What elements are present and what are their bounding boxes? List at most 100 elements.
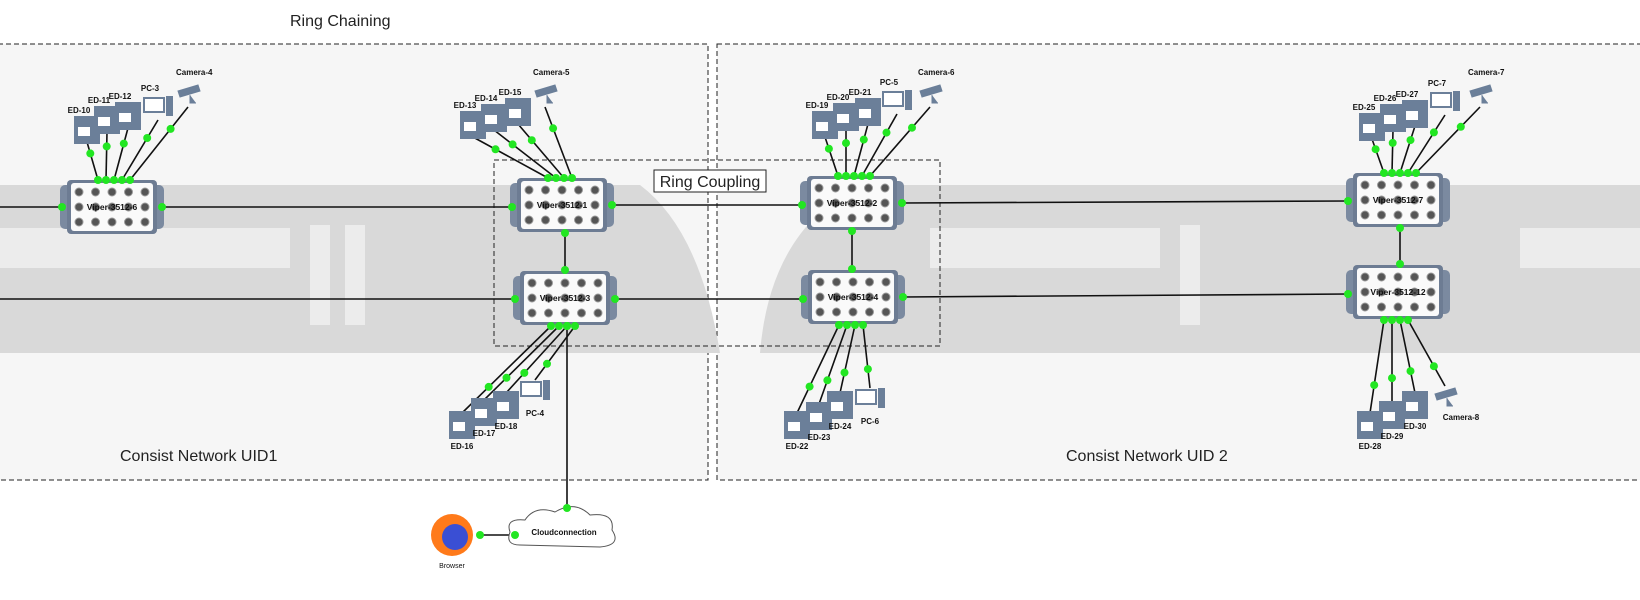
device-label: ED-20 xyxy=(827,93,850,102)
ed-icon-screen xyxy=(1383,412,1395,421)
port-icon xyxy=(524,185,534,195)
device-ed-26[interactable]: ED-26 xyxy=(1374,94,1406,132)
link-line xyxy=(1415,106,1481,174)
ed-icon-screen xyxy=(509,109,521,118)
device-pc-3[interactable]: PC-3 xyxy=(141,84,173,116)
device-camera-4[interactable]: Camera-4 xyxy=(176,68,213,104)
device-label: ED-12 xyxy=(109,92,132,101)
port-dot xyxy=(834,172,842,180)
switch-viper-3512-2[interactable]: Viper-3512-2 xyxy=(800,176,904,230)
ed-icon-screen xyxy=(453,422,465,431)
camera-icon xyxy=(1469,84,1493,104)
cloud-connection[interactable]: Cloudconnection xyxy=(508,506,616,548)
port-dot xyxy=(520,368,529,377)
port-dot xyxy=(119,139,128,148)
port-icon xyxy=(560,278,570,288)
device-ed-15[interactable]: ED-15 xyxy=(499,88,531,126)
device-ed-24[interactable]: ED-24 xyxy=(827,391,853,431)
switch-viper-3512-3[interactable]: Viper-3512-3 xyxy=(513,271,617,325)
device-pc-4[interactable]: PC-4 xyxy=(520,380,550,418)
port-icon xyxy=(1426,272,1436,282)
device-ed-22[interactable]: ED-22 xyxy=(784,411,810,451)
device-pc-5[interactable]: PC-5 xyxy=(880,78,912,110)
port-dot xyxy=(549,124,558,133)
port-icon xyxy=(864,198,873,208)
port-dot xyxy=(840,368,849,377)
link-line xyxy=(853,123,869,177)
port-dot xyxy=(882,128,891,137)
port-icon xyxy=(541,185,550,195)
device-label: ED-23 xyxy=(808,433,831,442)
port-dot xyxy=(110,176,118,184)
port-dot xyxy=(1429,362,1438,371)
link-line xyxy=(483,325,560,401)
device-pc-7[interactable]: PC-7 xyxy=(1428,79,1460,111)
device-camera-6[interactable]: Camera-6 xyxy=(918,68,955,104)
port-icon xyxy=(847,213,857,223)
switch-viper-3512-7[interactable]: Viper-3512-7 xyxy=(1346,173,1450,227)
device-ed-28[interactable]: ED-28 xyxy=(1357,411,1383,451)
port-icon xyxy=(814,183,824,193)
port-dot xyxy=(86,149,95,158)
port-dot xyxy=(898,199,906,207)
switch-viper-3512-4[interactable]: Viper-3512-4 xyxy=(801,270,905,324)
device-camera-7[interactable]: Camera-7 xyxy=(1468,68,1505,104)
device-label: ED-29 xyxy=(1381,432,1404,441)
switch-label: Viper-3512-3 xyxy=(540,293,591,303)
port-dot xyxy=(102,142,111,151)
device-camera-8[interactable]: Camera-8 xyxy=(1434,387,1480,422)
device-camera-5[interactable]: Camera-5 xyxy=(533,68,570,104)
port-icon xyxy=(74,202,84,212)
port-icon xyxy=(881,307,891,317)
pc-tower-icon xyxy=(543,380,550,400)
link-line xyxy=(1391,129,1394,174)
link-line xyxy=(534,325,576,381)
port-dot xyxy=(561,229,569,237)
port-dot xyxy=(491,145,500,154)
switch-label: Viper-3512-7 xyxy=(1373,195,1424,205)
port-icon xyxy=(1393,272,1403,282)
link-line xyxy=(1371,138,1385,174)
switch-viper-3512-12[interactable]: Viper-3512-12 xyxy=(1346,265,1450,319)
port-icon xyxy=(1360,210,1370,220)
device-ed-14[interactable]: ED-14 xyxy=(475,94,507,132)
port-dot xyxy=(1388,316,1396,324)
device-pc-6[interactable]: PC-6 xyxy=(855,388,885,426)
device-label: PC-5 xyxy=(880,78,899,87)
device-ed-29[interactable]: ED-29 xyxy=(1379,401,1405,441)
device-label: Camera-6 xyxy=(918,68,955,77)
device-ed-30[interactable]: ED-30 xyxy=(1402,391,1428,431)
switch-viper-3512-6[interactable]: Viper-3512-6 xyxy=(60,180,164,234)
device-ed-21[interactable]: ED-21 xyxy=(849,88,881,126)
port-icon xyxy=(1360,302,1370,312)
link-line xyxy=(861,113,898,177)
ed-icon-screen xyxy=(78,127,90,136)
ed-icon-screen xyxy=(1406,402,1418,411)
device-ed-12[interactable]: ED-12 xyxy=(109,92,141,130)
port-dot xyxy=(859,135,868,144)
device-ed-18[interactable]: ED-18 xyxy=(493,391,519,431)
device-ed-27[interactable]: ED-27 xyxy=(1396,90,1428,128)
port-dot xyxy=(511,295,519,303)
link-line xyxy=(472,136,549,179)
port-icon xyxy=(590,200,600,210)
port-icon xyxy=(544,278,553,288)
device-label: ED-21 xyxy=(849,88,872,97)
port-dot xyxy=(1380,316,1388,324)
device-ed-17[interactable]: ED-17 xyxy=(471,398,497,438)
device-label: ED-18 xyxy=(495,422,518,431)
switch-label: Viper-3512-6 xyxy=(87,202,138,212)
port-dot xyxy=(508,203,516,211)
port-dot xyxy=(568,174,576,182)
device-label: ED-17 xyxy=(473,429,496,438)
ed-icon-screen xyxy=(98,117,110,126)
browser[interactable]: Browser xyxy=(431,514,473,570)
port-icon xyxy=(815,307,825,317)
port-icon xyxy=(831,213,840,223)
device-ed-16[interactable]: ED-16 xyxy=(449,411,475,451)
port-dot xyxy=(1404,316,1412,324)
device-ed-20[interactable]: ED-20 xyxy=(827,93,859,131)
pc-tower-icon xyxy=(878,388,885,408)
switch-viper-3512-1[interactable]: Viper-3512-1 xyxy=(510,178,614,232)
